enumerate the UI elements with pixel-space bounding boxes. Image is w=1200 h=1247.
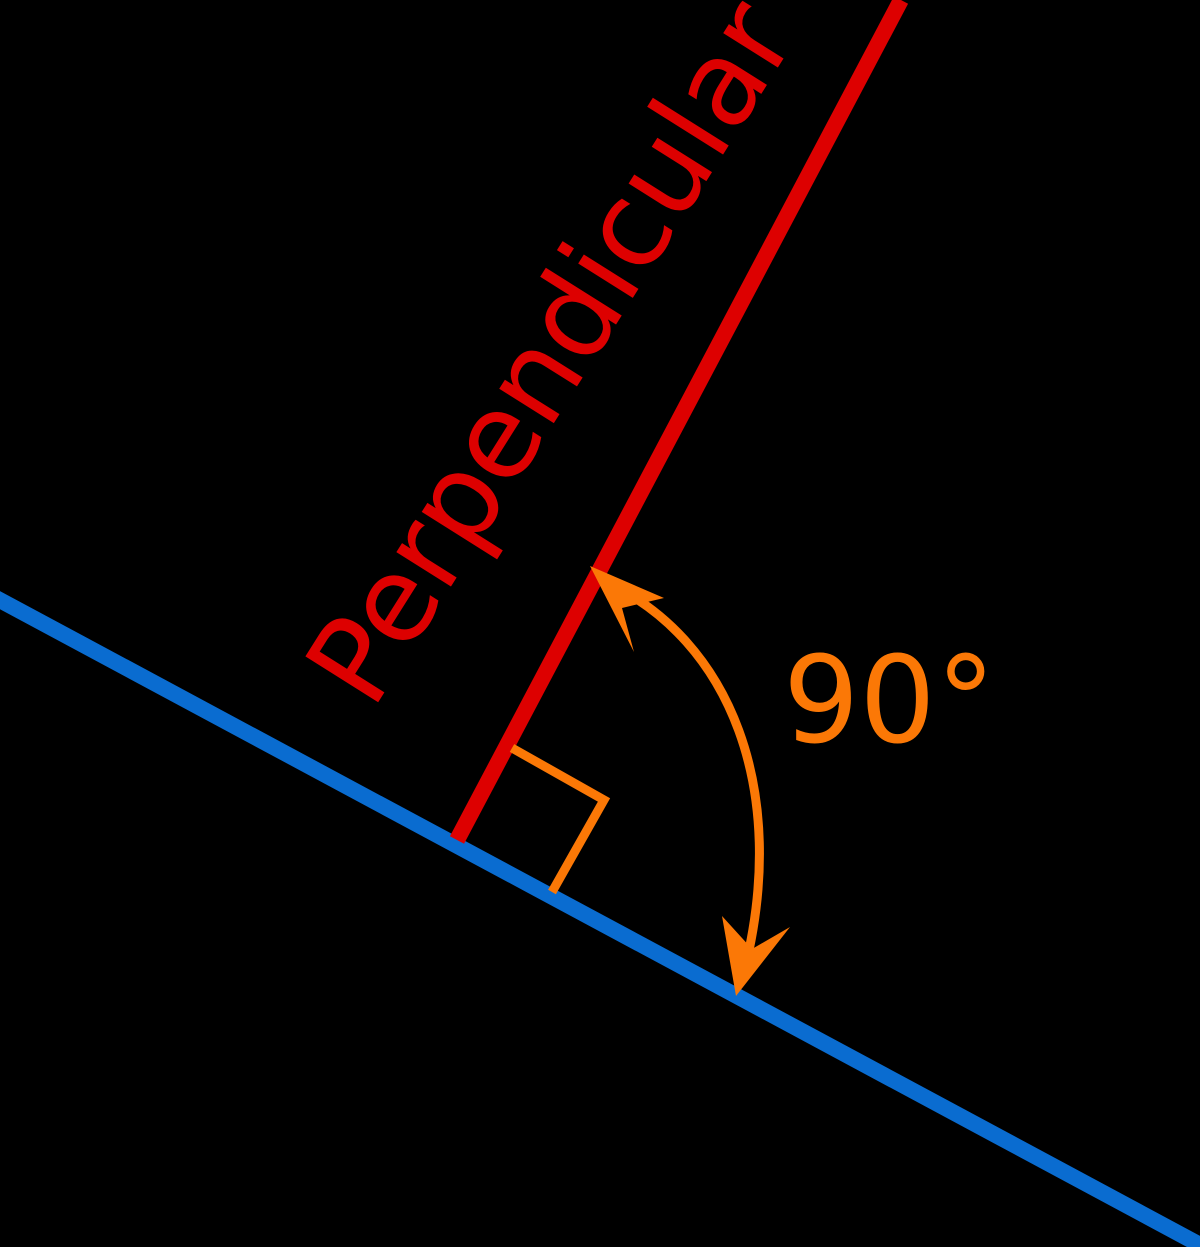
angle-arc-arrowhead-lower-icon: [722, 916, 790, 996]
perpendicular-label: Perpendicular: [279, 0, 822, 727]
angle-arc: [604, 577, 764, 974]
angle-label: 90°: [783, 632, 996, 771]
right-angle-marker-icon: [509, 744, 611, 895]
base-line: [0, 591, 1200, 1247]
angle-arc-arrowhead-upper-icon: [590, 566, 664, 652]
perpendicular-line: [449, 0, 909, 844]
